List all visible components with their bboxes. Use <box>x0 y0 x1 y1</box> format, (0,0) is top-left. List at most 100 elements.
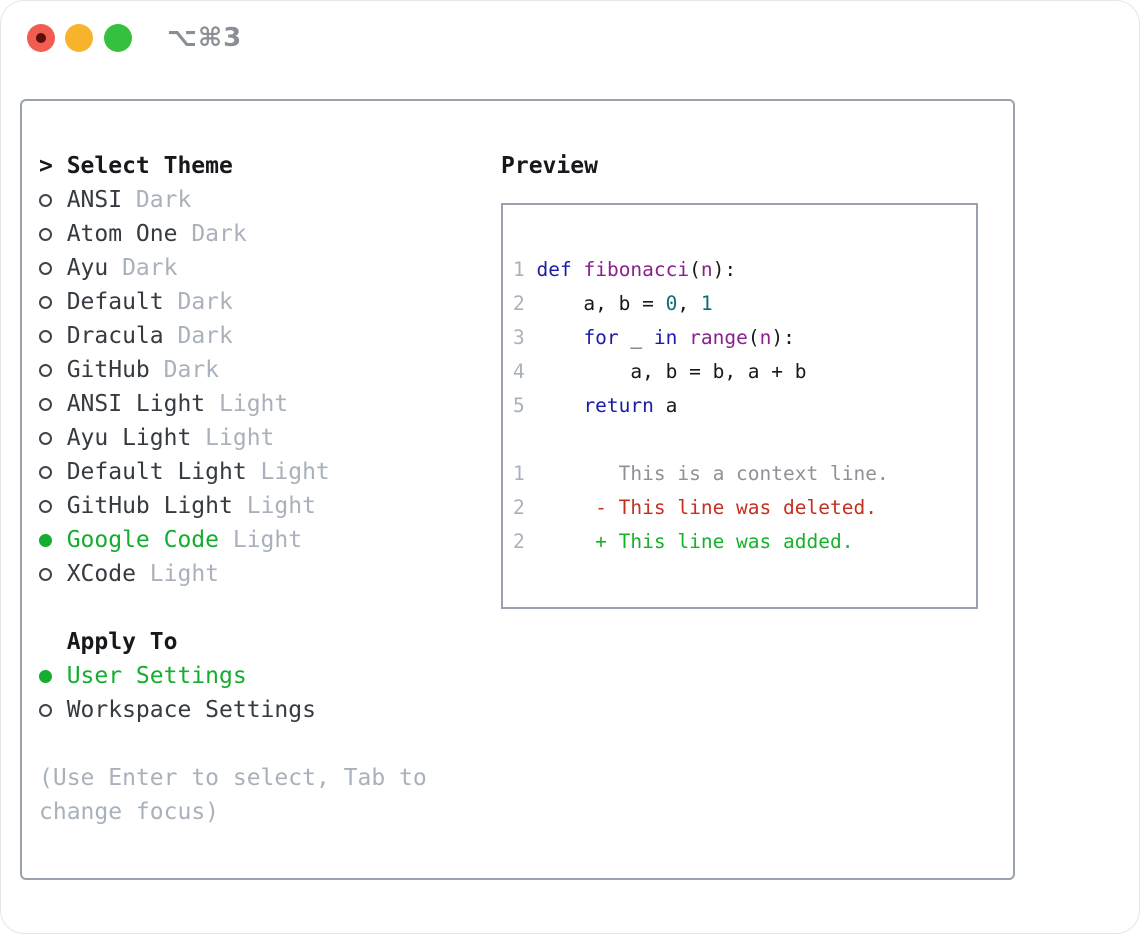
apply-option-user-settings[interactable]: User Settings <box>39 659 489 693</box>
theme-option-google-code-light[interactable]: Google Code Light <box>39 523 489 557</box>
theme-name: GitHub Light <box>66 493 233 519</box>
theme-option-xcode-light[interactable]: XCode Light <box>39 557 489 591</box>
preview-title: Preview <box>501 153 598 179</box>
diff-deleted-line: 2 - This line was deleted. <box>513 490 976 524</box>
radio-icon[interactable] <box>39 261 52 275</box>
radio-icon[interactable] <box>39 431 52 445</box>
code-line: 2 a, b = 0, 1 <box>513 286 976 320</box>
theme-option-ansi-light[interactable]: ANSI Light Light <box>39 387 489 421</box>
theme-name: XCode <box>66 561 136 587</box>
line-number: 1 <box>513 461 525 485</box>
theme-variant: Dark <box>135 187 192 213</box>
apply-option-label: Workspace Settings <box>66 697 316 723</box>
code-line: 4 a, b = b, a + b <box>513 354 976 388</box>
radio-icon[interactable] <box>39 227 52 241</box>
theme-variant: Dark <box>191 221 247 247</box>
radio-icon[interactable] <box>39 329 52 343</box>
spacer <box>39 591 489 625</box>
line-number: 2 <box>513 495 525 519</box>
theme-name: Default <box>66 289 164 315</box>
line-number: 3 <box>513 325 525 349</box>
theme-name: Dracula <box>66 323 164 349</box>
line-number: 5 <box>513 393 525 417</box>
theme-name: Google Code <box>66 527 220 553</box>
radio-icon[interactable] <box>39 533 52 547</box>
line-number: 4 <box>513 359 525 383</box>
theme-option-github-light[interactable]: GitHub Light Light <box>39 489 489 523</box>
theme-option-ansi-dark[interactable]: ANSI Dark <box>39 183 489 217</box>
radio-icon[interactable] <box>39 295 52 309</box>
theme-name: Atom One <box>66 221 178 247</box>
minimize-button[interactable] <box>65 24 93 52</box>
preview-section: Preview 1 def fibonacci(n): 2 a, b = 0, … <box>501 149 1001 609</box>
radio-icon[interactable] <box>39 567 52 581</box>
code-text: a, b = 0, 1 <box>524 291 713 315</box>
code-text: - This line was deleted. <box>524 495 877 519</box>
radio-icon[interactable] <box>39 193 52 207</box>
radio-icon[interactable] <box>39 465 52 479</box>
theme-variant: Light <box>260 459 330 485</box>
titlebar: ⌥⌘3 <box>1 1 1139 75</box>
theme-variant: Light <box>205 425 275 451</box>
theme-option-ayu-light[interactable]: Ayu Light Light <box>39 421 489 455</box>
apply-option-label: User Settings <box>66 663 247 689</box>
select-theme-title: Select Theme <box>66 153 233 179</box>
apply-to-header: Apply To <box>39 625 489 659</box>
code-text: for _ in range(n): <box>583 325 795 349</box>
spacer <box>39 727 489 761</box>
close-dot-icon <box>36 33 46 43</box>
select-theme-header: > Select Theme <box>39 149 489 183</box>
theme-option-atom-one-dark[interactable]: Atom One Dark <box>39 217 489 251</box>
theme-variant: Light <box>149 561 220 587</box>
diff-context-line: 1 This is a context line. <box>513 456 976 490</box>
help-text-line-2: change focus) <box>39 799 220 825</box>
preview-pane: 1 def fibonacci(n): 2 a, b = 0, 1 3 for … <box>501 203 978 609</box>
theme-variant: Dark <box>177 323 233 349</box>
theme-option-ayu-dark[interactable]: Ayu Dark <box>39 251 489 285</box>
line-number: 1 <box>513 257 525 281</box>
radio-icon[interactable] <box>39 703 52 717</box>
radio-icon[interactable] <box>39 669 52 683</box>
code-text: def fibonacci(n): <box>536 257 737 281</box>
apply-to-title: Apply To <box>66 629 178 655</box>
theme-variant: Light <box>232 527 303 553</box>
theme-name: Default Light <box>66 459 247 485</box>
window-title: ⌥⌘3 <box>167 23 243 53</box>
prompt-caret-icon: > <box>39 153 53 179</box>
help-text-line-1: (Use Enter to select, Tab to <box>39 765 427 791</box>
theme-name: Ayu <box>66 255 109 281</box>
code-line: 1 def fibonacci(n): <box>513 252 976 286</box>
preview-header: Preview <box>501 149 1001 183</box>
line-number: 2 <box>513 291 525 315</box>
radio-icon[interactable] <box>39 397 52 411</box>
apply-option-workspace-settings[interactable]: Workspace Settings <box>39 693 489 727</box>
theme-name: ANSI Light <box>66 391 206 417</box>
diff-added-line: 2 + This line was added. <box>513 524 976 558</box>
theme-option-dracula-dark[interactable]: Dracula Dark <box>39 319 489 353</box>
theme-variant: Dark <box>163 357 220 383</box>
theme-option-github-dark[interactable]: GitHub Dark <box>39 353 489 387</box>
theme-option-default-light[interactable]: Default Light Light <box>39 455 489 489</box>
code-line: 3 for _ in range(n): <box>513 320 976 354</box>
code-line: 5 return a <box>513 388 976 422</box>
code-text: a, b = b, a + b <box>524 359 807 383</box>
theme-name: GitHub <box>66 357 150 383</box>
zoom-button[interactable] <box>104 24 132 52</box>
theme-variant: Dark <box>122 255 178 281</box>
theme-name: Ayu Light <box>66 425 192 451</box>
code-text: return a <box>583 393 678 417</box>
radio-icon[interactable] <box>39 499 52 513</box>
theme-variant: Light <box>219 391 289 417</box>
close-button[interactable] <box>27 24 55 52</box>
code-line-blank <box>513 422 976 456</box>
theme-variant: Light <box>246 493 316 519</box>
line-number: 2 <box>513 529 525 553</box>
theme-name: ANSI <box>66 187 123 213</box>
code-text: This is a context line. <box>524 461 889 485</box>
code-text: + This line was added. <box>524 529 854 553</box>
radio-icon[interactable] <box>39 363 52 377</box>
